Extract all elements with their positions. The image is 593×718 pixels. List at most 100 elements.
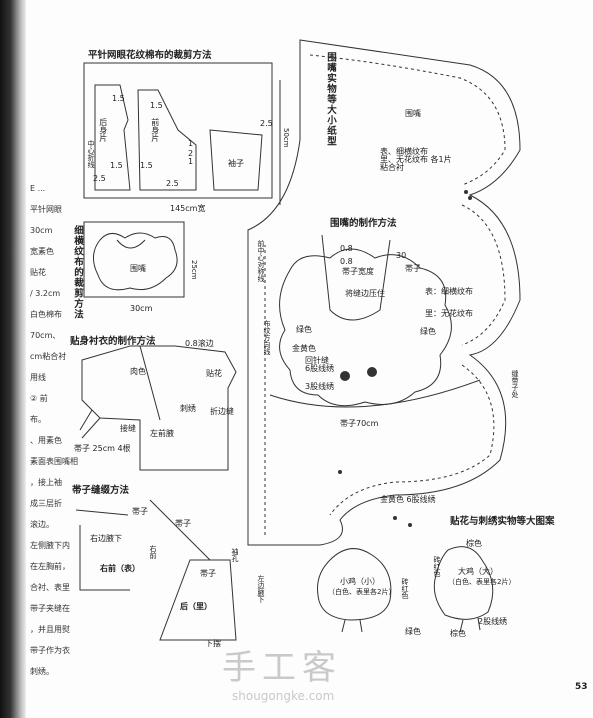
bm-label-14: 绿色 bbox=[420, 327, 436, 336]
shirt-label-4: 刺绣 bbox=[180, 404, 196, 413]
chicks-title: 贴花与刺绣实物等大图案 bbox=[450, 516, 555, 527]
section3-title: 贴身衬衣的制作方法 bbox=[70, 336, 156, 347]
bib-note-2: 里、无花纹布 各1片 bbox=[380, 155, 452, 164]
edge-line: 白色棉布 bbox=[30, 310, 62, 319]
tie-label-4: 帯子 bbox=[175, 519, 191, 528]
edge-line: 刺绣。 bbox=[30, 667, 54, 676]
edge-line: 成三层折 bbox=[30, 499, 62, 508]
dim-4: 2.5 bbox=[93, 174, 106, 183]
edge-line: ② 前 bbox=[30, 394, 48, 403]
bm-label-3: 帯子 bbox=[405, 264, 421, 273]
edge-line: 贴花 bbox=[30, 268, 46, 277]
section2-title: 细横纹布的裁剪方法 bbox=[72, 225, 83, 320]
fabric-height: 50cm bbox=[282, 128, 290, 148]
shirt-label-8: 帯子 25cm 4根 bbox=[74, 444, 131, 453]
edge-line: 30cm bbox=[30, 226, 53, 235]
edge-line: 带子作为衣 bbox=[30, 646, 70, 655]
back-piece-label: 后身片 bbox=[98, 118, 108, 142]
tie-label-5: 右前（表） bbox=[100, 564, 140, 573]
watermark-url: shougongke.com bbox=[232, 689, 335, 703]
chick-label-2: 棕色 bbox=[466, 539, 482, 548]
grain-line: 布纹方向线 bbox=[263, 320, 271, 355]
edge-line: ，并且用熨 bbox=[30, 625, 70, 634]
bib-pattern-label: 围嘴 bbox=[405, 109, 421, 118]
bm-label-8: 里：无花纹布 bbox=[425, 309, 473, 318]
dim-5: 1.5 bbox=[140, 161, 153, 170]
fabric-rect-1 bbox=[83, 62, 273, 199]
bm-label-9: 绿色 bbox=[296, 325, 312, 334]
bm-label-15: 帯子70cm bbox=[340, 419, 379, 428]
section4-title: 帯子缝缀方法 bbox=[72, 485, 130, 496]
edge-line: ，接上袖 bbox=[30, 478, 62, 487]
edge-line: / 3.2cm bbox=[30, 289, 61, 298]
tie-label-10: 下摆 bbox=[205, 639, 221, 648]
bib-label: 围嘴 bbox=[130, 264, 146, 273]
dim-6: 1 bbox=[188, 139, 194, 148]
shirt-label-3: 贴花 bbox=[206, 369, 222, 378]
bm-label-13: 3股线绣 bbox=[305, 382, 335, 391]
shirt-label-1: 0.8滚边 bbox=[185, 339, 214, 348]
tie-label-2: 右边腋下 bbox=[90, 534, 122, 543]
dim-2: 1.5 bbox=[150, 101, 163, 110]
tie-label-1: 帯子 bbox=[132, 507, 148, 516]
tie-label-3: 右前 bbox=[149, 545, 157, 559]
bm-label-5: 将缝边压住 bbox=[345, 289, 385, 298]
dim-3: 1.5 bbox=[110, 161, 123, 170]
big-chick-name: 大鸡（大） bbox=[458, 567, 498, 576]
sew-mark: 缝带子处 bbox=[511, 370, 519, 398]
big-chick-note: （白色、表里各2片） bbox=[448, 578, 516, 586]
bm-label-12: 6股线绣 bbox=[305, 364, 335, 373]
shirt-label-7: 左前腋 bbox=[150, 429, 174, 438]
tie-label-8: 左边腋下 bbox=[257, 575, 265, 603]
bm-label-16: 金黄色 6股线绣 bbox=[380, 495, 436, 504]
edge-line: 布。 bbox=[30, 415, 46, 424]
edge-line: 合衬、表里 bbox=[30, 583, 70, 592]
dim-1: 1.5 bbox=[112, 94, 125, 103]
edge-line: 、用素色 bbox=[30, 436, 62, 445]
tie-label-7: 帯子 bbox=[200, 569, 216, 578]
bib-pattern-title: 围嘴实物等大小纸型 bbox=[325, 52, 336, 147]
bm-label-10: 金黄色 bbox=[292, 344, 316, 353]
bm-label-11: 回针缝 bbox=[305, 356, 329, 365]
shirt-label-5: 折边缝 bbox=[210, 407, 234, 416]
chick-label-3: 砖红色 bbox=[433, 556, 441, 577]
small-chick-note: （白色、表里各2片） bbox=[328, 588, 396, 596]
bib-height: 25cm bbox=[190, 260, 198, 280]
bm-label-4: 帯子宽度 bbox=[342, 267, 374, 276]
edge-line: 70cm、 bbox=[30, 331, 61, 340]
page-number: 53 bbox=[575, 682, 588, 692]
watermark-logo: 手工客 bbox=[222, 648, 342, 688]
bib-making-title: 围嘴的制作方法 bbox=[330, 218, 397, 229]
edge-line: 用线 bbox=[30, 373, 46, 382]
shirt-label-2: 肉色 bbox=[130, 367, 146, 376]
edge-line: 平针网眼 bbox=[30, 205, 62, 214]
edge-line: 宽素色 bbox=[30, 247, 54, 256]
bm-label-6: 0.8 bbox=[340, 257, 353, 266]
bib-note-3: 粘合衬 bbox=[380, 163, 404, 172]
sleeve-label: 袖子 bbox=[228, 159, 244, 168]
bm-label-7: 表：细横纹布 bbox=[425, 287, 473, 296]
chick-label-5: 棕色 bbox=[450, 629, 466, 638]
edge-line: 左侧腋下内 bbox=[30, 541, 70, 550]
edge-line: 在左胸前， bbox=[30, 562, 70, 571]
bib-width: 30cm bbox=[130, 304, 153, 313]
shirt-label-6: 接缝 bbox=[120, 424, 136, 433]
fabric-width: 145cm宽 bbox=[170, 204, 206, 213]
front-center-line: 前中心对称线 bbox=[257, 240, 265, 282]
chick-label-4: 绿色 bbox=[405, 627, 421, 636]
edge-line: cm粘合衬 bbox=[30, 352, 67, 361]
edge-line: 滚边。 bbox=[30, 520, 54, 529]
dim-7: 2.5 bbox=[166, 179, 179, 188]
edge-line: 带子夹缝在 bbox=[30, 604, 70, 613]
front-piece-label: 前身片 bbox=[150, 118, 160, 142]
edge-line: E ... bbox=[30, 184, 46, 193]
dim-9: 1 bbox=[188, 157, 194, 166]
section1-title: 平针网眼花纹棉布的裁剪方法 bbox=[88, 50, 212, 61]
bm-label-1: 0.8 bbox=[340, 244, 353, 253]
chick-label-6: 2股线绣 bbox=[478, 617, 508, 626]
center-fold-label: 中心折线 bbox=[87, 140, 95, 168]
book-spine-shadow bbox=[0, 0, 26, 718]
dim-10: 2.5 bbox=[260, 119, 273, 128]
